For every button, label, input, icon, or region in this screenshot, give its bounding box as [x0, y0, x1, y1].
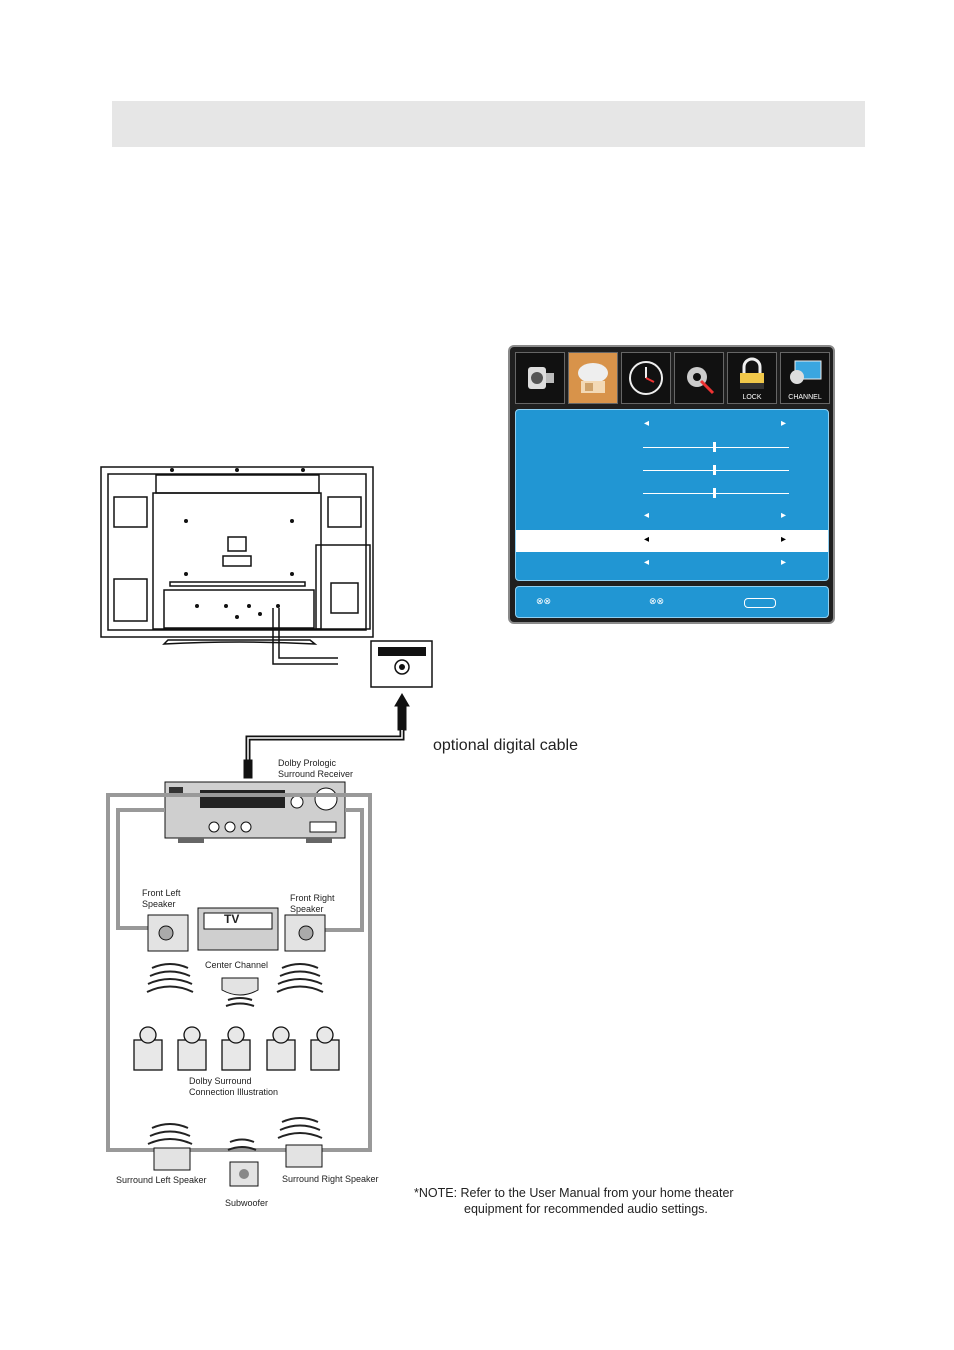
surround-right-label: Surround Right Speaker — [282, 1174, 379, 1184]
surround-label-line1: Dolby Surround — [189, 1076, 252, 1086]
menu-row-selected[interactable]: ◂ ▸ — [516, 530, 828, 552]
front-right-speaker — [284, 914, 326, 952]
right-arrow-icon: ▸ — [781, 510, 787, 521]
up-down-nav-icon: ⊗⊗ — [536, 596, 552, 606]
tv-box-label: TV — [224, 912, 240, 926]
front-left-speaker — [147, 914, 189, 952]
receiver — [164, 781, 346, 843]
receiver-label-line2: Surround Receiver — [278, 769, 354, 779]
center-channel-label: Center Channel — [205, 960, 269, 970]
menu-row-slider-3[interactable] — [516, 483, 828, 505]
menu-items-panel: ◂ ▸ ◂ ▸ ◂ ▸ ◂ ▸ — [515, 409, 829, 581]
tab-setup[interactable] — [674, 352, 724, 404]
menu-row-1[interactable]: ◂ ▸ — [516, 414, 828, 436]
sound-waves — [146, 963, 324, 1151]
cable-label: optional digital cable — [433, 737, 578, 754]
left-arrow-icon: ◂ — [644, 557, 650, 568]
right-arrow-icon: ▸ — [781, 557, 787, 568]
menu-button-icon — [744, 598, 776, 608]
center-speaker — [221, 977, 259, 996]
optical-port — [370, 640, 433, 688]
tab-picture[interactable] — [515, 352, 565, 404]
slider-track — [643, 447, 789, 448]
tv-screw-dots — [170, 468, 305, 619]
menu-row-slider-2[interactable] — [516, 460, 828, 482]
surround-left-label: Surround Left Speaker — [116, 1175, 207, 1185]
surround-right-speaker — [285, 1144, 323, 1168]
front-right-label-line1: Front Right — [290, 893, 335, 903]
channel-icon — [790, 360, 822, 384]
tab-lock-label: LOCK — [742, 394, 762, 401]
surround-label-line2: Connection Illustration — [189, 1087, 279, 1097]
menu-row-5[interactable]: ◂ ▸ — [516, 506, 828, 528]
front-left-label-line1: Front Left — [142, 888, 181, 898]
lock-icon — [740, 357, 764, 389]
right-arrow-icon: ▸ — [781, 534, 787, 545]
note-line2: equipment for recommended audio settings… — [464, 1202, 708, 1216]
tab-channel[interactable]: CHANNEL — [780, 352, 830, 404]
note-line1: *NOTE: Refer to the User Manual from you… — [414, 1186, 734, 1200]
receiver-label-line1: Dolby Prologic — [278, 758, 337, 768]
menu-row-7[interactable]: ◂ ▸ — [516, 553, 828, 575]
tv-box — [197, 907, 279, 951]
speaker-icon — [578, 363, 608, 393]
slider-handle[interactable] — [713, 465, 716, 475]
slider-track — [643, 470, 789, 471]
digital-cable — [243, 693, 410, 779]
tab-audio[interactable] — [568, 352, 618, 404]
tab-lock[interactable]: LOCK — [727, 352, 777, 404]
speaker-wires — [106, 793, 372, 1152]
left-arrow-icon: ◂ — [644, 534, 650, 545]
surround-left-speaker — [153, 1147, 191, 1171]
front-left-label-line2: Speaker — [142, 899, 176, 909]
right-arrow-icon: ▸ — [781, 418, 787, 429]
clock-icon — [629, 361, 663, 395]
tab-channel-label: CHANNEL — [788, 394, 822, 401]
slider-handle[interactable] — [713, 442, 716, 452]
menu-row-slider-1[interactable] — [516, 437, 828, 459]
gear-icon — [687, 367, 715, 395]
left-arrow-icon: ◂ — [644, 510, 650, 521]
tab-time[interactable] — [621, 352, 671, 404]
slider-track — [643, 493, 789, 494]
menu-footer: ⊗⊗ ⊗⊗ — [515, 586, 829, 618]
tv-rear-panel — [100, 466, 374, 665]
listeners — [133, 1026, 340, 1071]
section-header-bar — [112, 101, 865, 147]
subwoofer-label: Subwoofer — [225, 1198, 269, 1208]
left-right-adjust-icon: ⊗⊗ — [649, 596, 665, 606]
front-right-label-line2: Speaker — [290, 904, 324, 914]
tv-audio-menu: LOCK CHANNEL ◂ ▸ ◂ ▸ ◂ ▸ — [508, 345, 835, 624]
camera-icon — [528, 367, 554, 389]
slider-handle[interactable] — [713, 488, 716, 498]
left-arrow-icon: ◂ — [644, 418, 650, 429]
subwoofer-box — [229, 1161, 259, 1187]
